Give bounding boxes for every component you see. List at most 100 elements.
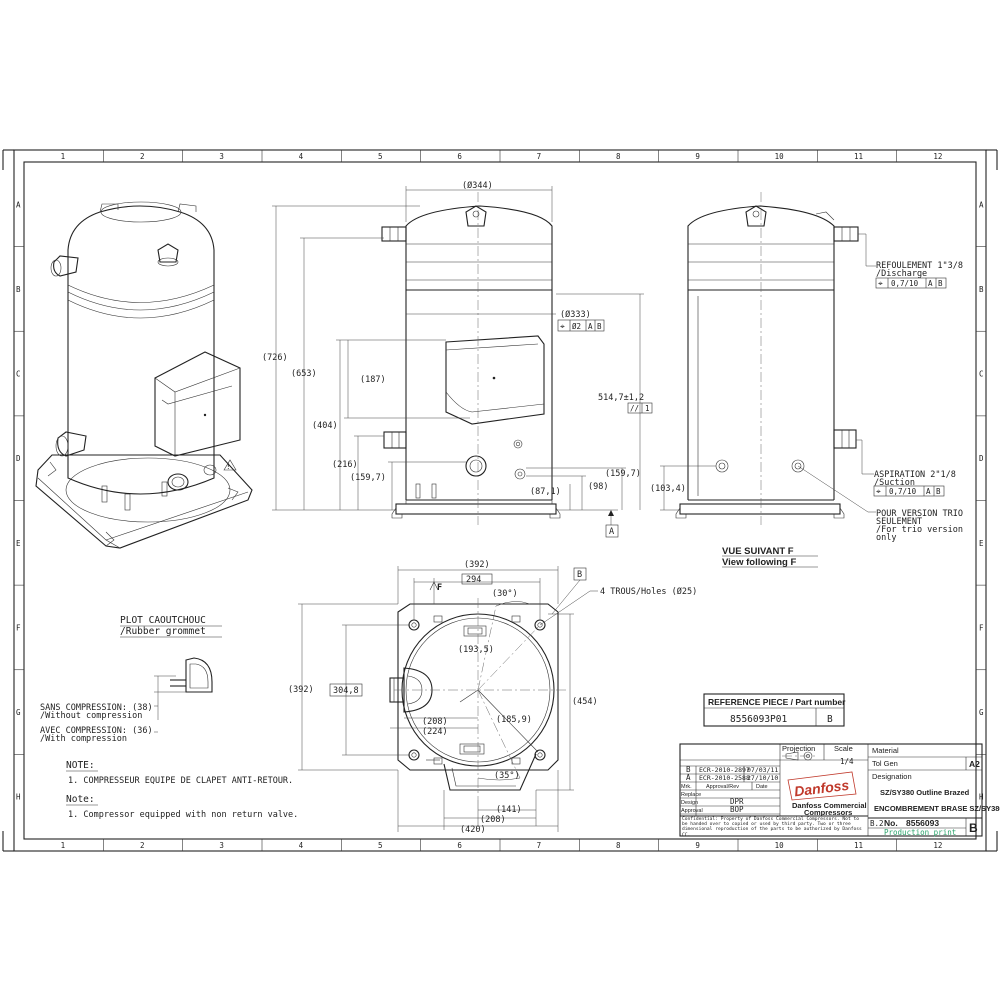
grid-row-label: C xyxy=(979,370,984,379)
grid-row-label: D xyxy=(979,454,984,463)
dim-width-420: (420) xyxy=(460,825,486,835)
designation-line-1: SZ/SY380 Outline Brazed xyxy=(880,788,970,797)
company-name-1: Danfoss Commercial xyxy=(792,801,867,810)
bottom-dimensions: (392) 294 F (30°) B 4 TROUS/Holes (Ø25) … xyxy=(288,560,697,835)
designation-line-2: ENCOMBREMENT BRASE SZ/SY380 xyxy=(874,804,1000,813)
note-heading-fr: NOTE: xyxy=(66,760,95,771)
material-label: Material xyxy=(872,746,899,755)
grommet-title: PLOT CAOUTCHOUC xyxy=(120,615,206,626)
dim-diameter-333: (Ø333) xyxy=(560,309,591,320)
grid-column-label: 12 xyxy=(933,841,942,850)
grid-row-label: E xyxy=(16,539,21,548)
confidential-notice: Confidential: Property of Danfoss Commer… xyxy=(682,817,862,836)
grid-column-label: 11 xyxy=(854,841,863,850)
projection-label: Projection xyxy=(782,744,815,753)
rev-header-mark: Mrk. xyxy=(681,784,692,790)
dim-height-404: (404) xyxy=(312,421,338,431)
number-value: 8556093 xyxy=(906,818,939,828)
revision-mark-b: B xyxy=(686,765,691,774)
grommet-with-label: AVEC COMPRESSION: (36) xyxy=(40,726,153,736)
grommet-title-en: /Rubber grommet xyxy=(120,626,206,637)
trio-note-line-1: POUR VERSION TRIO xyxy=(876,509,963,519)
dim-304: 304,8 xyxy=(333,686,359,696)
svg-text:A: A xyxy=(588,322,593,331)
grid-column-label: 2 xyxy=(140,152,145,161)
number-prefix: B.2 xyxy=(870,819,884,828)
grid-column-label: 6 xyxy=(457,841,462,850)
parallelism-tolerance-frame: // 1 xyxy=(627,402,653,414)
dim-208-left: (208) xyxy=(422,717,448,727)
svg-text:⌖: ⌖ xyxy=(560,322,565,332)
dim-diameter-344: (Ø344) xyxy=(462,180,493,191)
dim-width-294: 294 xyxy=(466,575,481,585)
grid-column-label: 1 xyxy=(61,841,66,850)
svg-text:A: A xyxy=(928,279,933,288)
scale-value: 1/4 xyxy=(840,757,854,766)
grommet-with-en: /With compression xyxy=(40,734,127,744)
production-print: Production print xyxy=(884,828,956,837)
svg-text:A: A xyxy=(926,487,931,496)
grid-row-label: F xyxy=(16,623,21,632)
discharge-label: REFOULEMENT 1"3/8 xyxy=(876,261,963,271)
grid-column-label: 8 xyxy=(616,841,621,850)
reference-part-number: 8556093P01 xyxy=(730,714,787,725)
rev-header-date: Date xyxy=(756,784,768,790)
grid-column-label: 4 xyxy=(299,152,304,161)
notes: NOTE: 1. COMPRESSEUR EQUIPE DE CLAPET AN… xyxy=(66,760,298,820)
view-title: VUE SUIVANT F View following F xyxy=(722,546,818,568)
tol-gen-label: Tol Gen xyxy=(872,759,898,768)
grid-column-label: 7 xyxy=(537,841,542,850)
side-annotations: REFOULEMENT 1"3/8 /Discharge ⌖ 0,7/10 A … xyxy=(650,233,963,543)
datum-b: B xyxy=(577,570,582,580)
svg-text:0,7/10: 0,7/10 xyxy=(889,487,917,496)
grid-column-label: 5 xyxy=(378,152,383,161)
grid-column-label: 9 xyxy=(695,841,700,850)
grid-row-label: B xyxy=(16,285,21,294)
dim-width-392-top: (392) xyxy=(464,560,490,570)
grid-column-label: 10 xyxy=(775,841,785,850)
trio-note-line-3: /For trio version xyxy=(876,525,963,535)
svg-text:0,7/10: 0,7/10 xyxy=(891,279,919,288)
approval-label: Approval xyxy=(681,808,703,814)
grid-row-label: C xyxy=(16,370,21,379)
dim-height-726: (726) xyxy=(262,353,288,363)
revision-ecr-b: ECR-2010-2897 xyxy=(699,766,750,774)
dim-height-103: (103,4) xyxy=(650,484,686,494)
grid-column-label: 7 xyxy=(537,152,542,161)
number-label: No. xyxy=(884,818,898,828)
grommet-without-en: /Without compression xyxy=(40,711,142,721)
grid-column-label: 1 xyxy=(61,152,66,161)
grid-row-label: H xyxy=(16,793,21,802)
discharge-tolerance-frame: ⌖ 0,7/10 A B xyxy=(875,277,947,289)
dim-angle-35: (35°) xyxy=(494,771,520,781)
dim-radius-193: (193,5) xyxy=(458,645,494,655)
grid-column-label: 8 xyxy=(616,152,621,161)
dim-height-159-left: (159,7) xyxy=(350,473,386,483)
scale-label: Scale xyxy=(834,744,853,753)
grid-column-label: 4 xyxy=(299,841,304,850)
svg-text:1: 1 xyxy=(645,404,650,413)
suction-tolerance-frame: ⌖ 0,7/10 A B xyxy=(873,485,945,497)
projection-symbol-icon xyxy=(782,751,816,761)
datum-a: A xyxy=(609,527,614,537)
grid-column-label: 12 xyxy=(933,152,942,161)
design-value: DPR xyxy=(730,797,744,806)
dim-height-216: (216) xyxy=(332,460,358,470)
grid-row-label: D xyxy=(16,454,21,463)
view-following-title: VUE SUIVANT F xyxy=(722,546,794,557)
reference-revision: B xyxy=(827,714,833,725)
grid-row-label: F xyxy=(979,623,984,632)
danfoss-logo: Danfoss xyxy=(787,771,857,801)
dim-radius-185: (185,9) xyxy=(496,715,532,725)
front-dimensions: (Ø344) (Ø333) ⌖ Ø2 A B (726) (653) (404)… xyxy=(262,180,653,538)
company-name-2: Compressors xyxy=(804,808,852,817)
grid-column-label: 9 xyxy=(695,152,700,161)
svg-text:⌖: ⌖ xyxy=(878,279,883,289)
grommet-without-label: SANS COMPRESSION: (38) xyxy=(40,703,153,713)
discharge-label-en: /Discharge xyxy=(876,269,927,279)
svg-text://: // xyxy=(630,404,639,413)
grid-column-label: 3 xyxy=(219,841,224,850)
